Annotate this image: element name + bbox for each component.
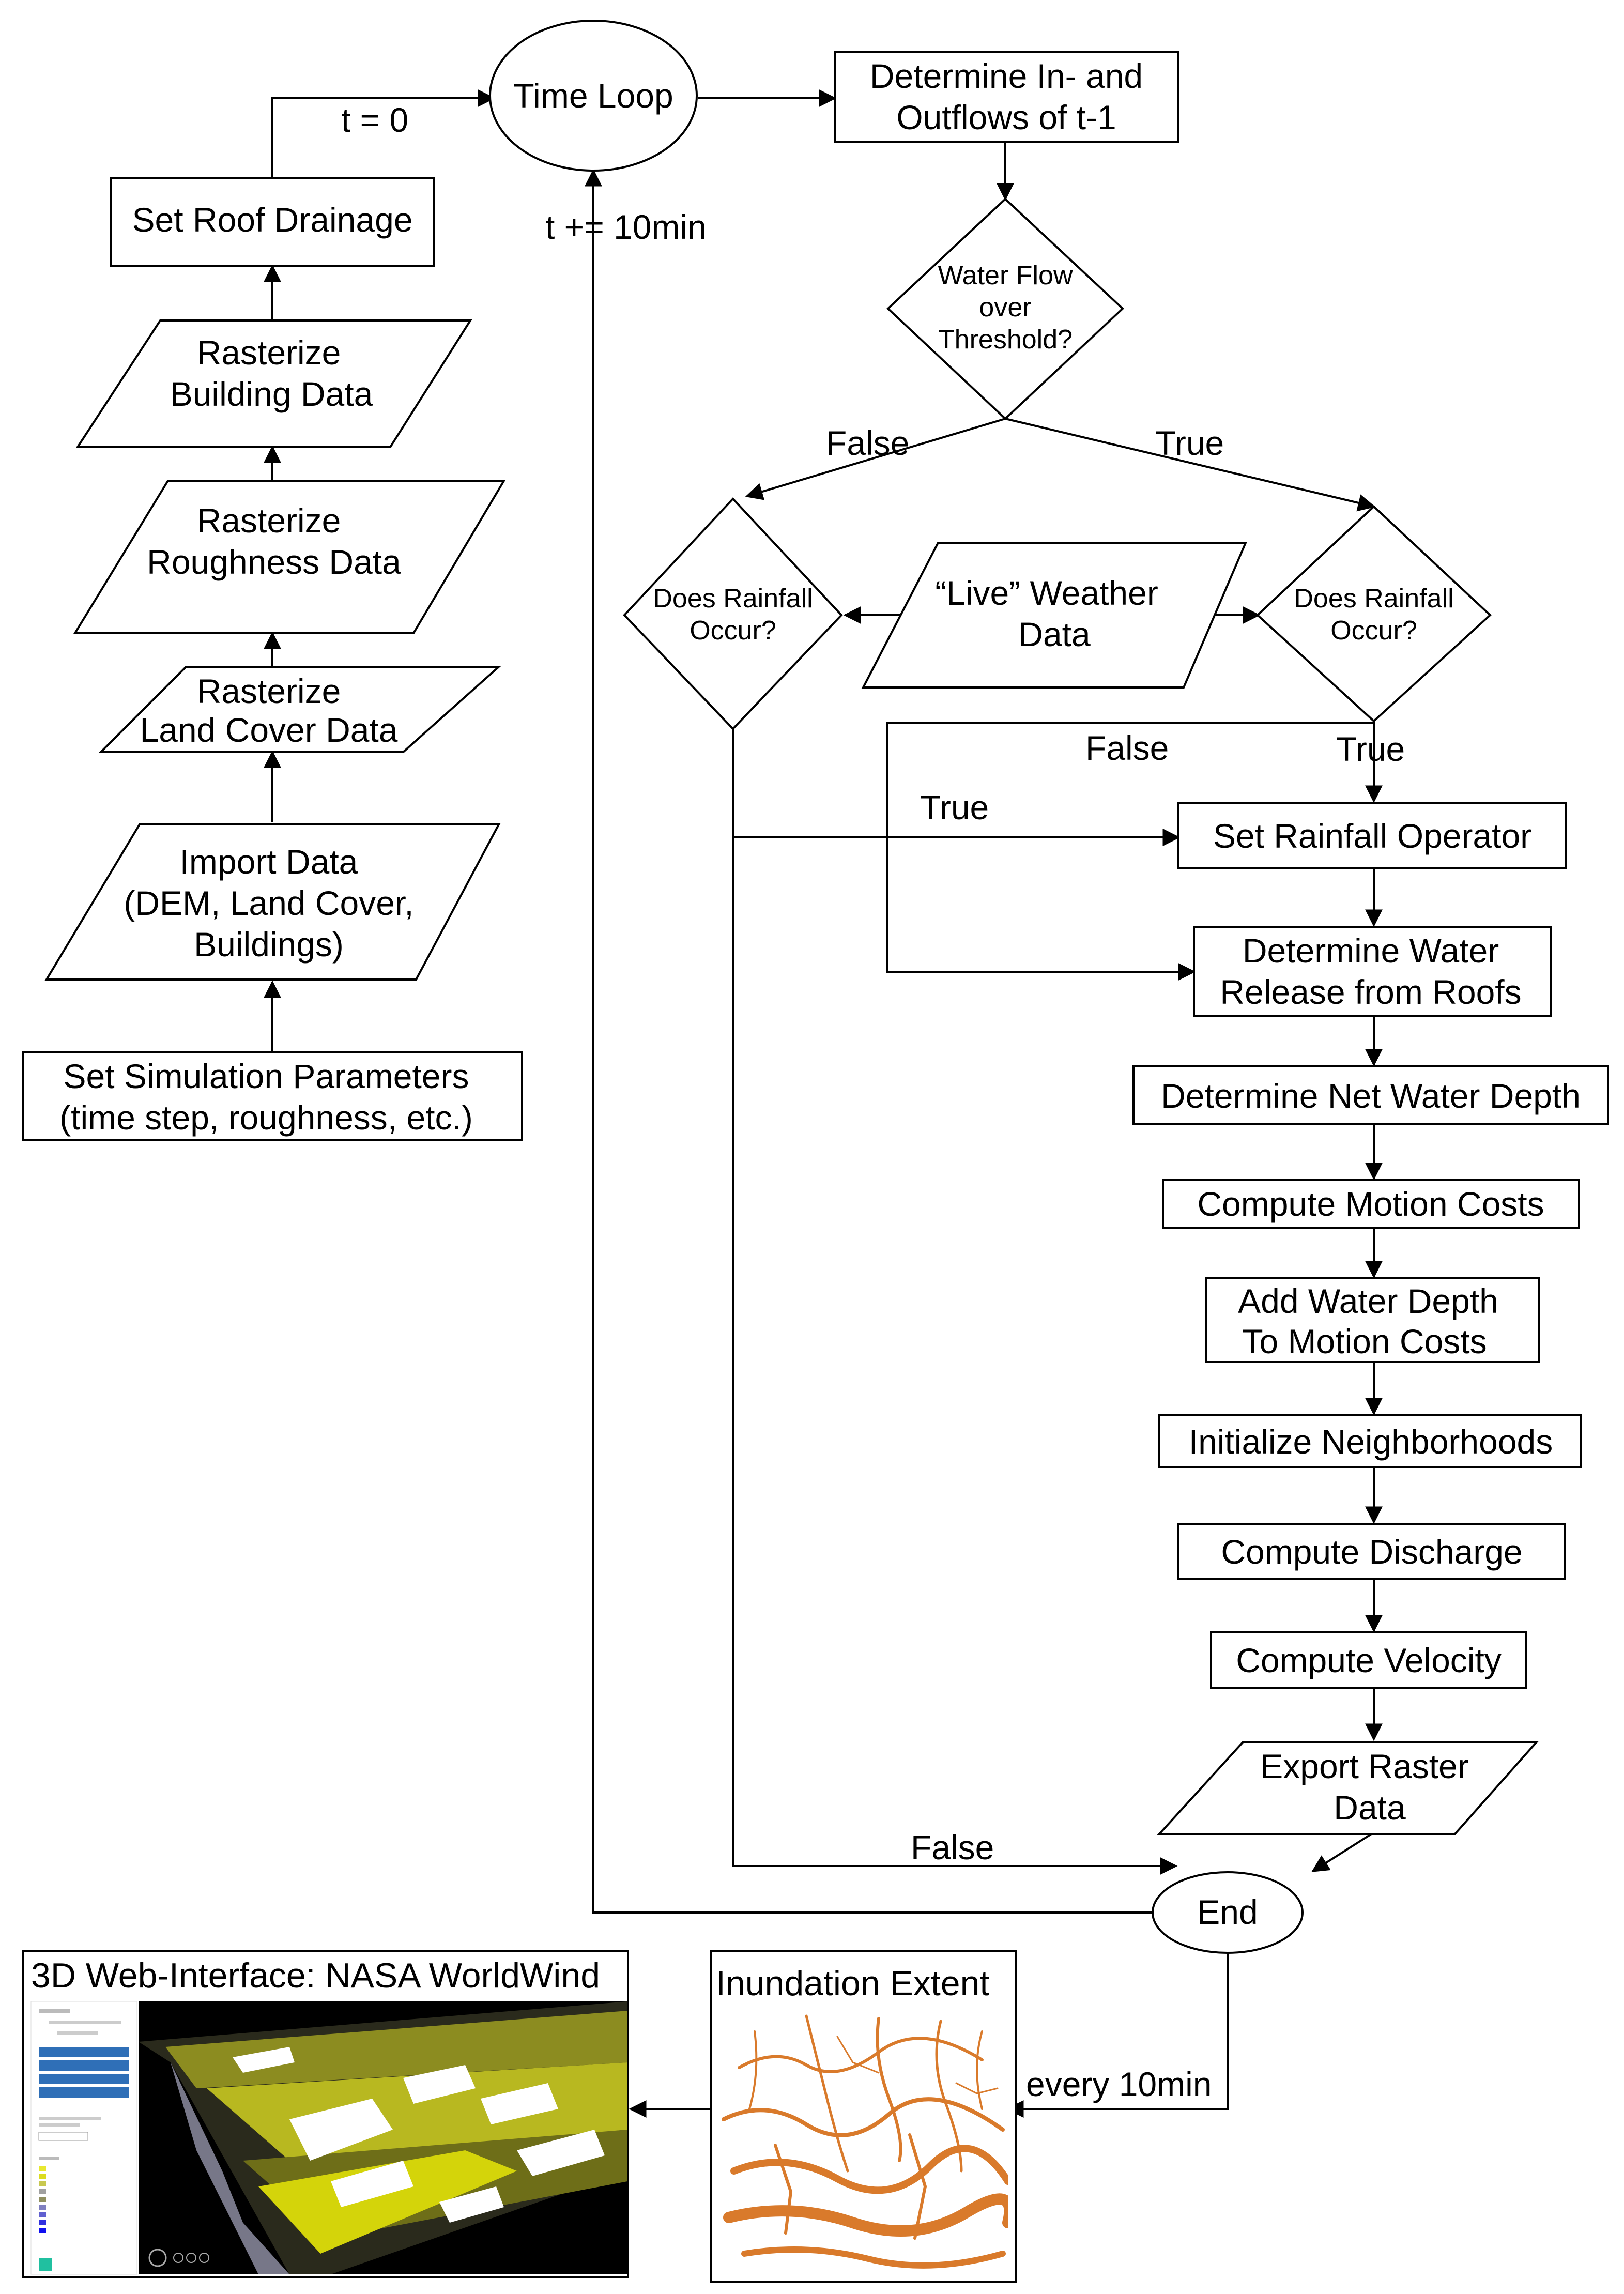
node-live-weather: “Live” Weather Data (861, 542, 1248, 689)
label-line: Buildings) (194, 925, 344, 964)
node-add-water-depth: Add Water Depth To Motion Costs (1205, 1277, 1540, 1363)
web-select[interactable] (38, 2132, 88, 2141)
label-line: Rasterize (197, 501, 341, 540)
node-rainfall-left: Does Rainfall Occur? (623, 497, 843, 730)
label-line: Compute Velocity (1236, 1641, 1502, 1679)
edge-threshold-true (1005, 418, 1376, 512)
label-line: Threshold? (938, 325, 1073, 355)
edge-export-to-end (1311, 1831, 1375, 1872)
panel-web-interface: 3D Web-Interface: NASA WorldWind (22, 1950, 629, 2278)
label-left-true: True (920, 788, 989, 827)
label-line: Occur? (1330, 616, 1417, 646)
edge-end-to-timeloop (585, 169, 1155, 1914)
label-line: Time Loop (513, 77, 673, 115)
label-line: Outflows of t-1 (896, 98, 1116, 136)
inundation-title: Inundation Extent (716, 1964, 989, 2003)
logo-icon (39, 2258, 52, 2271)
label-line: (time step, roughness, etc.) (59, 1098, 473, 1137)
node-rainfall-right: Does Rainfall Occur? (1256, 505, 1492, 723)
edge-left-false (732, 837, 1178, 1875)
zoom-out-icon[interactable] (186, 2253, 196, 2263)
web-3d-view (139, 2001, 627, 2274)
web-button[interactable] (39, 2074, 129, 2084)
label-line: (DEM, Land Cover, (124, 884, 413, 922)
label-line: Export Raster (1260, 1747, 1468, 1785)
label-line: Roughness Data (147, 543, 401, 581)
label-line: Does Rainfall (653, 584, 813, 614)
label-right-true: True (1336, 730, 1405, 768)
label-line: Does Rainfall (1294, 584, 1453, 614)
label-left-false: False (911, 1828, 994, 1867)
label-line: Determine In- and (870, 57, 1143, 95)
web-sidebar (30, 2001, 137, 2275)
label-line: Release from Roofs (1220, 973, 1521, 1011)
label-every-10min: every 10min (1026, 2065, 1212, 2103)
node-compute-discharge: Compute Discharge (1177, 1523, 1566, 1580)
label-t-increment: t += 10min (545, 208, 707, 246)
edge-threshold-false (745, 418, 1006, 500)
label-line: Determine Water (1243, 931, 1499, 970)
label-line: over (979, 293, 1031, 323)
label-line: End (1197, 1893, 1258, 1931)
node-compute-motion-costs: Compute Motion Costs (1162, 1179, 1580, 1229)
label-line: Set Rainfall Operator (1213, 817, 1531, 855)
tilt-icon[interactable] (199, 2253, 209, 2263)
node-compute-velocity: Compute Velocity (1210, 1631, 1527, 1689)
node-import-data: Import Data (DEM, Land Cover, Buildings) (44, 823, 501, 981)
label-line: Determine Net Water Depth (1161, 1077, 1581, 1115)
label-line: Building Data (170, 375, 373, 413)
label-line: Land Cover Data (140, 711, 398, 749)
label-line: Compute Motion Costs (1197, 1185, 1544, 1223)
web-button[interactable] (39, 2047, 129, 2057)
web-interface-title: 3D Web-Interface: NASA WorldWind (31, 1956, 600, 1995)
web-button[interactable] (39, 2087, 129, 2098)
label-threshold-false: False (826, 424, 909, 462)
label-line: To Motion Costs (1242, 1322, 1487, 1360)
node-rasterize-building: Rasterize Building Data (75, 319, 472, 448)
node-end: End (1152, 1871, 1304, 1954)
node-set-simulation-parameters: Set Simulation Parameters (time step, ro… (22, 1051, 523, 1141)
label-t-zero: t = 0 (341, 101, 408, 139)
inundation-map (722, 2014, 1008, 2269)
web-button[interactable] (39, 2060, 129, 2071)
node-determine-water-release: Determine Water Release from Roofs (1193, 926, 1552, 1017)
panel-inundation-extent: Inundation Extent (710, 1950, 1017, 2283)
node-set-rainfall-operator: Set Rainfall Operator (1177, 802, 1567, 869)
node-rasterize-roughness: Rasterize Roughness Data (73, 480, 506, 634)
label-threshold-true: True (1155, 424, 1224, 462)
node-determine-inflows: Determine In- and Outflows of t-1 (834, 51, 1179, 143)
node-initialize-neighborhoods: Initialize Neighborhoods (1158, 1414, 1582, 1468)
label-right-false: False (1085, 729, 1169, 767)
node-rasterize-land-cover: Rasterize Land Cover Data (98, 666, 502, 753)
label-line: Occur? (690, 616, 776, 646)
edge-end-to-inundation (1006, 1951, 1229, 2118)
label-line: Add Water Depth (1238, 1282, 1498, 1320)
node-time-loop: Time Loop (489, 20, 698, 172)
label-line: Import Data (180, 843, 358, 881)
edge-labels: t = 0 t += 10min False True False True T… (341, 101, 1405, 2103)
label-line: Set Simulation Parameters (63, 1057, 469, 1095)
compass-icon[interactable] (148, 2249, 167, 2267)
node-export-raster: Export Raster Data (1157, 1741, 1539, 1835)
label-line: Set Roof Drainage (132, 201, 413, 239)
node-set-roof-drainage: Set Roof Drainage (110, 177, 435, 267)
label-line: Water Flow (938, 261, 1073, 290)
label-line: Initialize Neighborhoods (1189, 1423, 1553, 1461)
label-line: Compute Discharge (1221, 1533, 1522, 1571)
node-determine-net-depth: Determine Net Water Depth (1132, 1065, 1609, 1125)
label-line: Data (1334, 1788, 1406, 1827)
label-line: “Live” Weather (935, 574, 1158, 612)
label-line: Rasterize (197, 333, 341, 372)
label-line: Data (1018, 615, 1091, 653)
zoom-in-icon[interactable] (173, 2253, 183, 2263)
label-line: Rasterize (197, 672, 341, 710)
node-water-flow-threshold: Water Flow over Threshold? (886, 197, 1124, 420)
edge-roof-to-timeloop (271, 89, 496, 178)
